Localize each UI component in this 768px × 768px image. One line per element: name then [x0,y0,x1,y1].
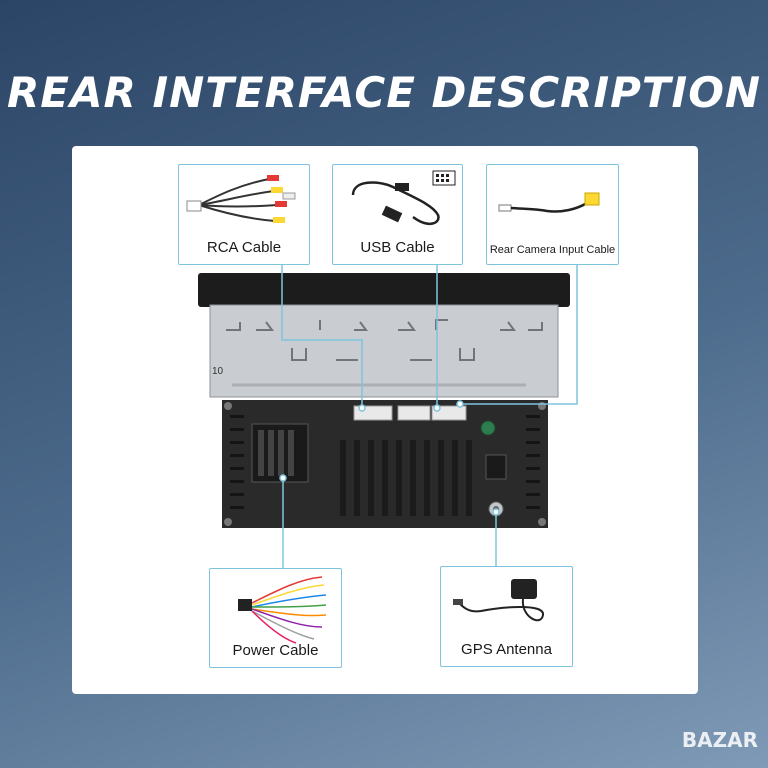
camera-cable-icon [498,192,600,213]
usb-cable-icon [351,170,456,225]
usb-cable-callout: USB Cable [332,164,463,265]
power-cable-label: Power Cable [232,642,319,659]
gps-antenna-icon [453,579,544,622]
watermark-logo: BAZAR [681,728,758,752]
svg-text:10: 10 [212,366,224,377]
rca-cable-label: RCA Cable [206,239,282,256]
power-cable-callout: Power Cable [209,568,342,668]
rca-cable-callout: RCA Cable [178,164,310,265]
page-title: REAR INTERFACE DESCRIPTION [6,68,762,117]
rca-cable-icon [186,175,296,223]
power-cable-icon [238,576,327,644]
rear-camera-cable-callout: Rear Camera Input Cable [486,164,619,265]
rear-camera-cable-label: Rear Camera Input Cable [489,244,616,256]
gps-antenna-callout: GPS Antenna [440,566,573,667]
gps-antenna-label: GPS Antenna [461,641,552,658]
usb-cable-label: USB Cable [360,239,435,256]
